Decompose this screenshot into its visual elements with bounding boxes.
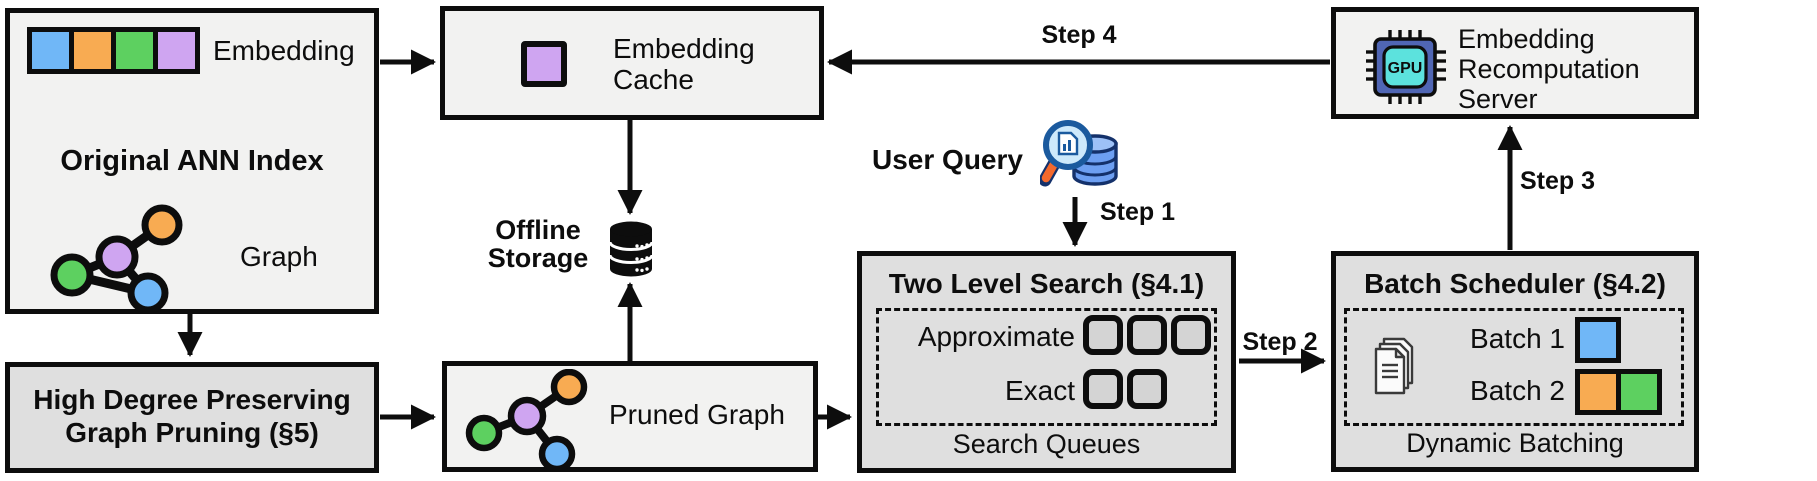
graph-label: Graph [240, 241, 318, 272]
queue-slot [1083, 315, 1123, 355]
embedding-cell-blue [32, 32, 69, 69]
queue-slot [1171, 315, 1211, 355]
batch-2-embeddings [1575, 369, 1662, 415]
gpu-icon: GPU [1366, 30, 1446, 104]
offline-storage-database-icon [608, 221, 654, 277]
graph-pruning-title: High Degree Preserving Graph Pruning (§5… [33, 384, 351, 449]
pruned-graph-icon [465, 369, 588, 469]
user-query-icon [1040, 120, 1118, 187]
graph-pruning-box: High Degree Preserving Graph Pruning (§5… [5, 362, 379, 473]
batch-cell-green [1621, 374, 1657, 410]
embedding-cache-box: Embedding Cache [440, 6, 824, 120]
embedding-cell-purple [158, 32, 195, 69]
embedding-vector-icon [27, 27, 200, 74]
queue-slot [1127, 369, 1167, 409]
batch-cell-blue [1580, 322, 1616, 358]
batch-1-embeddings [1575, 317, 1621, 363]
cached-embedding-icon [521, 41, 567, 87]
batch-scheduler-box: Batch Scheduler (§4.2) Batch 1 Ba [1331, 251, 1699, 472]
embedding-cell-green [116, 32, 153, 69]
offline-storage-label: Offline Storage [487, 215, 589, 274]
batch-2-label: Batch 2 [1470, 375, 1565, 406]
recomputation-server-title: Embedding Recomputation Server [1458, 24, 1640, 115]
dynamic-batching-caption: Dynamic Batching [1406, 428, 1624, 458]
pruned-graph-label: Pruned Graph [609, 399, 785, 430]
approximate-queue-slots [1083, 315, 1211, 355]
embedding-cache-title: Embedding Cache [613, 33, 755, 96]
search-queues-panel: Approximate Exact [876, 308, 1217, 426]
embedding-label: Embedding [213, 35, 355, 66]
documents-icon [1374, 337, 1414, 395]
step-1-label: Step 1 [1100, 198, 1176, 226]
recomputation-server-box: GPU Embedding Recomputation Server [1331, 7, 1699, 119]
queue-slot [1083, 369, 1123, 409]
exact-queue-label: Exact [1004, 375, 1075, 406]
user-query-label: User Query [872, 144, 1023, 175]
batch-1-label: Batch 1 [1470, 323, 1565, 354]
search-queues-caption: Search Queues [952, 429, 1141, 459]
gpu-icon-text: GPU [1388, 60, 1423, 77]
pruned-graph-box: Pruned Graph [442, 361, 818, 472]
batch-cell-orange [1580, 374, 1616, 410]
two-level-search-box: Two Level Search (§4.1) Approximate Exac… [857, 251, 1236, 473]
two-level-search-title: Two Level Search (§4.1) [888, 268, 1205, 299]
queue-slot [1127, 315, 1167, 355]
exact-queue-slots [1083, 369, 1167, 409]
dynamic-batching-panel: Batch 1 Batch 2 [1344, 308, 1684, 426]
batch-scheduler-title: Batch Scheduler (§4.2) [1364, 268, 1666, 299]
step-3-label: Step 3 [1520, 167, 1596, 195]
original-ann-index-box: Embedding Original ANN Index Graph [5, 8, 379, 314]
step-4-label: Step 4 [1041, 21, 1117, 49]
step-2-label: Step 2 [1242, 328, 1318, 356]
original-graph-icon [50, 204, 183, 314]
original-ann-index-title: Original ANN Index [60, 145, 324, 177]
approximate-queue-label: Approximate [917, 321, 1075, 352]
embedding-cell-orange [74, 32, 111, 69]
